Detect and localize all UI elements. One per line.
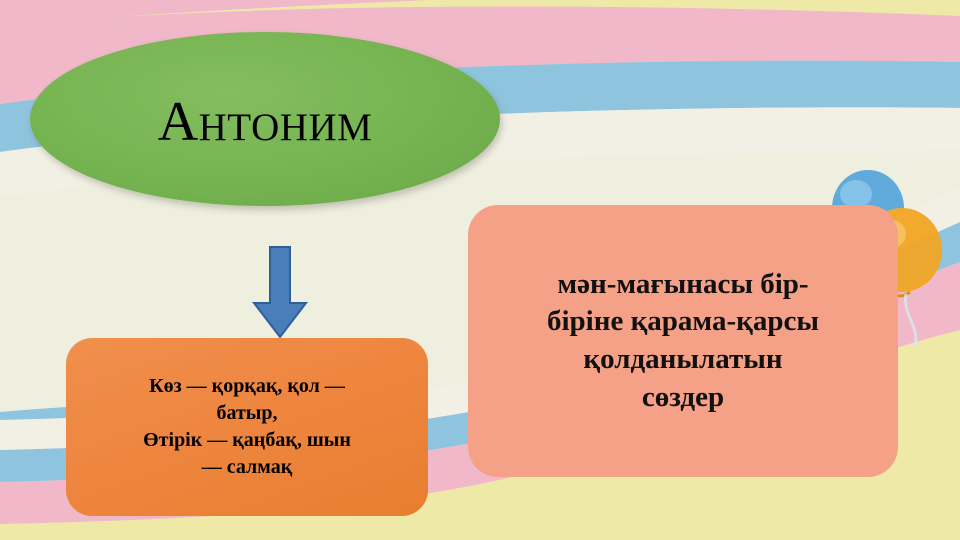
- balloon-blue-highlight: [840, 180, 872, 208]
- examples-box-text: Көз — қорқақ, қол — батыр, Өтірік — қаңб…: [143, 375, 351, 478]
- band-pink-top-left-sliver: [0, 0, 430, 26]
- down-arrow-icon: [251, 246, 309, 339]
- balloon-string-2: [903, 293, 918, 349]
- title-ellipse: Антоним: [30, 32, 500, 206]
- page-title: Антоним: [157, 91, 373, 153]
- examples-box: Көз — қорқақ, қол — батыр, Өтірік — қаңб…: [66, 338, 428, 516]
- arrow-shape: [251, 246, 309, 339]
- definition-box: мән-мағынасы бір- біріне қарама-қарсы қо…: [468, 205, 898, 477]
- definition-box-text: мән-мағынасы бір- біріне қарама-қарсы қо…: [547, 267, 819, 413]
